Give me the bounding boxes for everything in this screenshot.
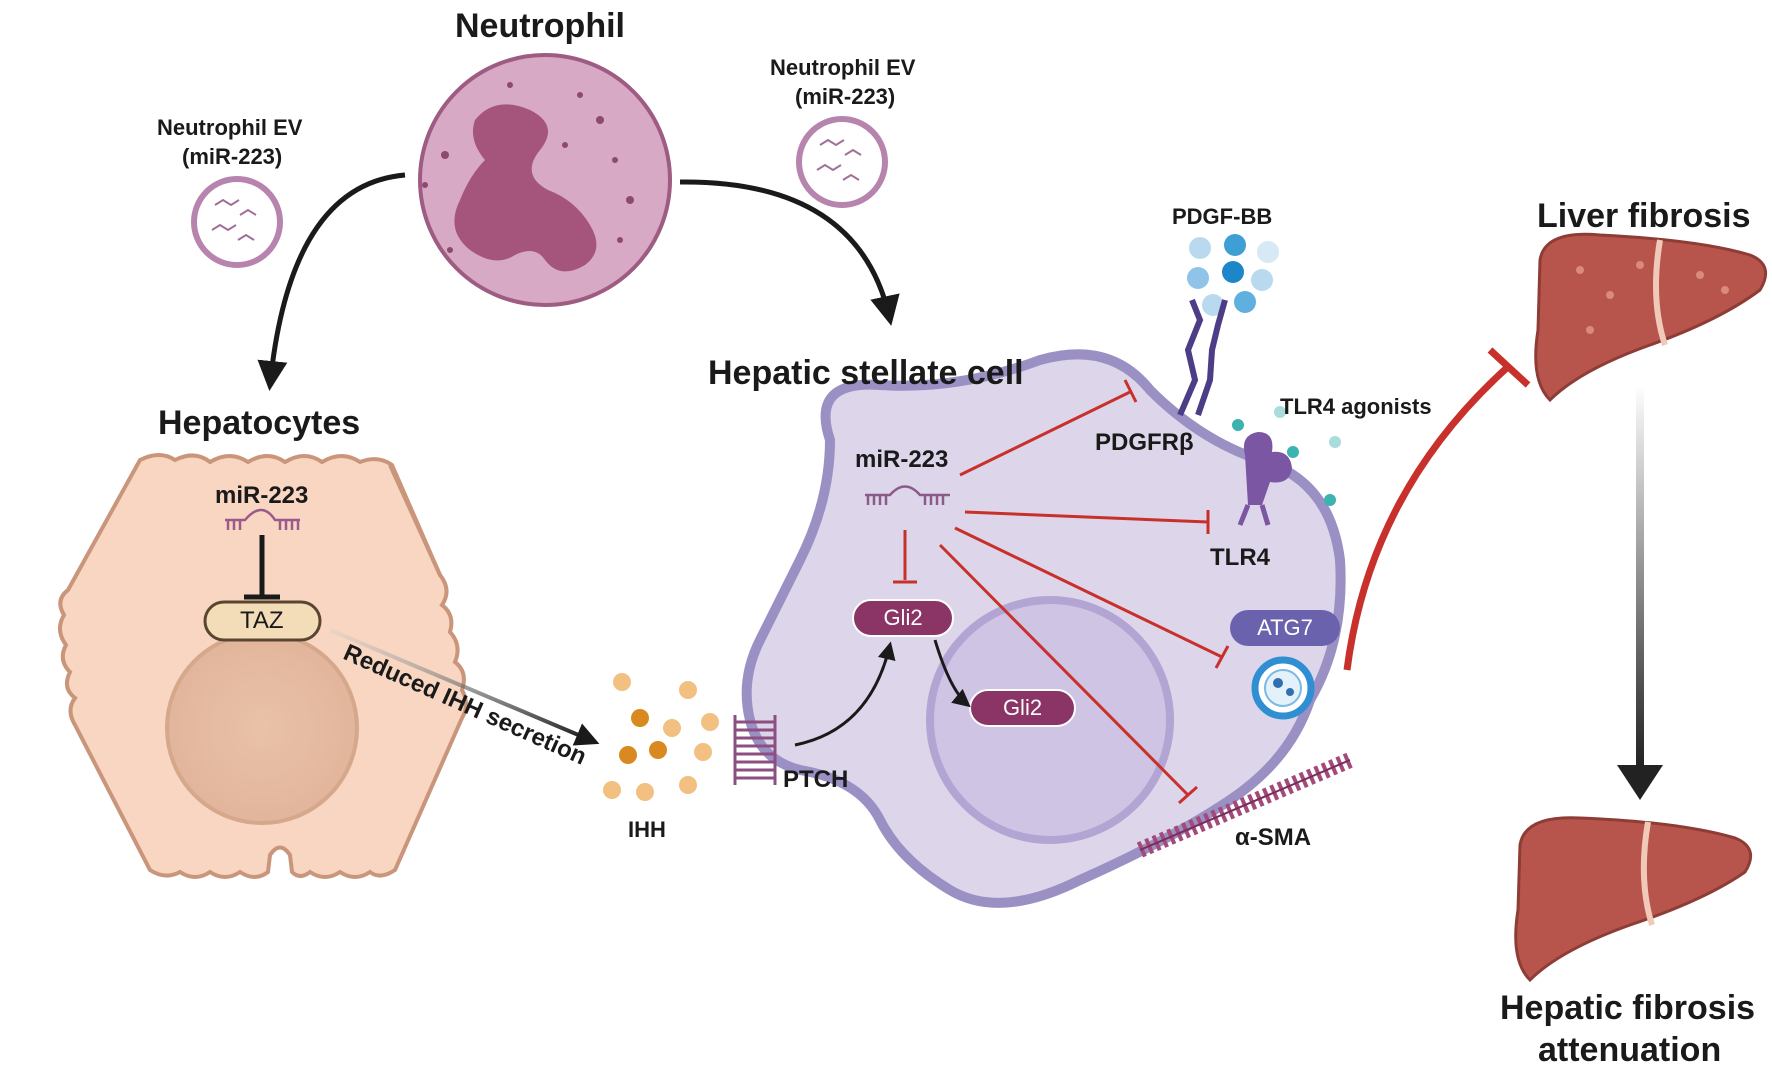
taz-label: TAZ bbox=[240, 607, 284, 634]
atg7-pill bbox=[1230, 610, 1340, 646]
pdgf-bb-particles bbox=[1187, 234, 1279, 316]
liver-healthy-icon bbox=[1514, 816, 1753, 983]
taz-box bbox=[203, 600, 322, 642]
pdgf-bb-label: PDGF-BB bbox=[1172, 204, 1273, 229]
tlr4-agonists-label: TLR4 agonists bbox=[1280, 394, 1432, 419]
pdgfr-label: PDGFRβ bbox=[1095, 429, 1194, 456]
tlr4-agonist-particles bbox=[1232, 406, 1341, 506]
arrow-to-hepatocytes bbox=[257, 172, 406, 391]
tlr4-receptor-icon bbox=[1237, 432, 1292, 526]
arrow-to-stellate bbox=[679, 179, 900, 326]
gli2-translocation-arrow bbox=[933, 639, 971, 708]
gli2-cyto-pill bbox=[852, 599, 954, 637]
gli2-cyto-label: Gli2 bbox=[883, 605, 923, 630]
hepatocytes-title: Hepatocytes bbox=[158, 404, 361, 442]
inhibit-pdgfr bbox=[959, 390, 1131, 477]
stellate-mirna-icon bbox=[865, 485, 950, 505]
secretion-arrow bbox=[329, 628, 600, 746]
ptch-receptor-icon bbox=[733, 715, 777, 785]
inhibition-lines bbox=[893, 379, 1230, 805]
neutrophil-cell bbox=[418, 53, 672, 307]
liver-fibrosis-title: Liver fibrosis bbox=[1537, 197, 1751, 235]
ihh-label: IHH bbox=[628, 817, 666, 842]
ev-right-label-line1: Neutrophil EV bbox=[770, 55, 916, 80]
ev-left-label-line1: Neutrophil EV bbox=[157, 115, 303, 140]
inhibit-atg7 bbox=[954, 526, 1223, 659]
stellate-mirna-label: miR-223 bbox=[855, 446, 949, 473]
ptch-label: PTCH bbox=[783, 766, 849, 793]
hepatocyte-inhibit-taz bbox=[244, 535, 280, 600]
hepatocyte-nucleus bbox=[165, 631, 359, 825]
attenuation-title-line2: attenuation bbox=[1538, 1031, 1722, 1069]
ev-left-label-line2: (miR-223) bbox=[182, 144, 283, 169]
ihh-particles bbox=[603, 673, 719, 801]
attenuation-title-line1: Hepatic fibrosis bbox=[1500, 989, 1756, 1027]
neutrophil-title: Neutrophil bbox=[455, 7, 625, 45]
ptch-to-gli2-arrow bbox=[794, 641, 896, 747]
liver-transition-arrow bbox=[1636, 385, 1644, 765]
gli2-nuc-label: Gli2 bbox=[1002, 695, 1043, 720]
ev-right-icon bbox=[796, 116, 888, 208]
hepatocyte-mirna-label: miR-223 bbox=[215, 482, 309, 509]
ev-right-label-line2: (miR-223) bbox=[795, 84, 896, 109]
tlr4-label: TLR4 bbox=[1210, 544, 1270, 571]
hepatocyte-mirna-icon bbox=[225, 508, 300, 530]
asma-filament-icon bbox=[1136, 752, 1354, 858]
inhibit-liver-fibrosis bbox=[1343, 347, 1531, 671]
inhibit-tlr4 bbox=[964, 510, 1209, 524]
atg7-label: ATG7 bbox=[1257, 615, 1313, 640]
asma-label: α-SMA bbox=[1235, 824, 1312, 851]
ev-left-icon bbox=[191, 176, 283, 268]
liver-fibrotic-icon bbox=[1534, 232, 1768, 403]
pdgfr-receptor-icon bbox=[1177, 298, 1228, 417]
autophagosome-icon bbox=[1251, 656, 1315, 720]
stellate-title: Hepatic stellate cell bbox=[708, 354, 1024, 392]
inhibit-asma bbox=[938, 543, 1190, 797]
gli2-nuc-pill bbox=[969, 689, 1076, 727]
hepatocyte-cell bbox=[58, 453, 468, 879]
